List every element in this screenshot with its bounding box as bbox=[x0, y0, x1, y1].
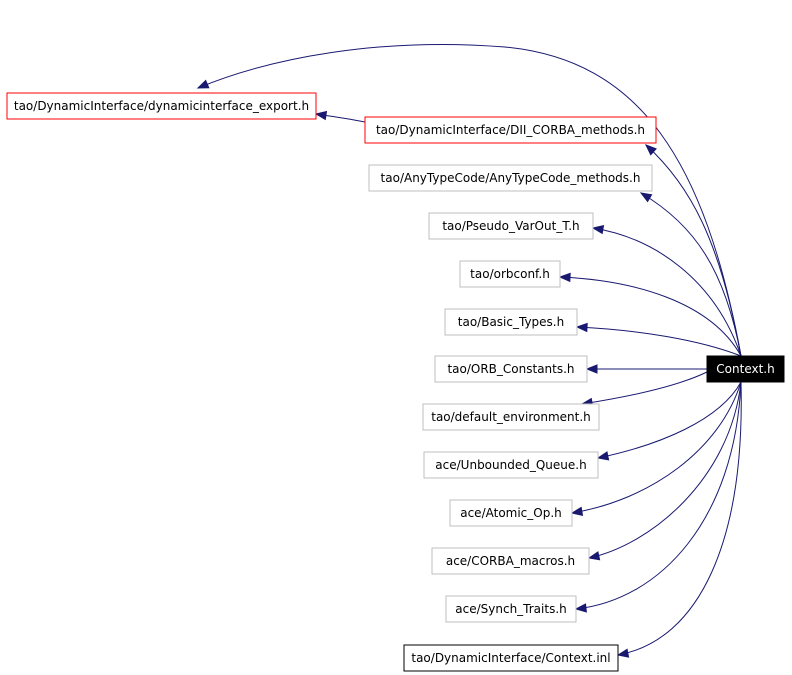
node-box bbox=[706, 355, 785, 383]
edge-line bbox=[640, 192, 742, 357]
node-box bbox=[403, 644, 619, 672]
edge-root-to-n7 bbox=[580, 371, 708, 408]
node-label: tao/DynamicInterface/dynamicinterface_ex… bbox=[14, 99, 309, 113]
arrowhead-icon bbox=[575, 322, 588, 333]
arrowhead-icon bbox=[314, 110, 328, 121]
nodes: tao/DynamicInterface/dynamicinterface_ex… bbox=[6, 92, 785, 672]
node-label: tao/Pseudo_VarOut_T.h bbox=[442, 219, 579, 233]
edge-line bbox=[592, 227, 742, 357]
edge-root-to-n6 bbox=[585, 364, 707, 374]
node-box bbox=[449, 499, 573, 527]
edge-root-to-n12 bbox=[616, 381, 742, 658]
node-box bbox=[431, 547, 590, 575]
node-label: ace/Unbounded_Queue.h bbox=[435, 458, 586, 472]
file-node[interactable]: tao/Pseudo_VarOut_T.h bbox=[428, 212, 594, 240]
arrowhead-icon bbox=[585, 364, 598, 374]
node-label: tao/default_environment.h bbox=[431, 410, 591, 424]
file-node[interactable]: ace/Atomic_Op.h bbox=[449, 499, 573, 527]
node-label: ace/Atomic_Op.h bbox=[460, 506, 562, 520]
edge-line bbox=[617, 381, 742, 656]
node-label: tao/Basic_Types.h bbox=[458, 315, 564, 329]
arrowhead-icon bbox=[616, 648, 630, 658]
node-box bbox=[364, 116, 657, 144]
root-node[interactable]: Context.h bbox=[706, 355, 785, 383]
edge-line bbox=[588, 381, 742, 559]
node-box bbox=[459, 260, 561, 288]
node-box bbox=[423, 451, 599, 479]
file-node[interactable]: tao/DynamicInterface/dynamicinterface_ex… bbox=[6, 92, 317, 120]
arrowhead-icon bbox=[558, 272, 571, 283]
node-label: tao/DynamicInterface/Context.inl bbox=[411, 651, 610, 665]
node-box bbox=[444, 308, 578, 336]
edge-n1-to-n0 bbox=[314, 110, 366, 123]
edge-line bbox=[197, 43, 742, 357]
edge-root-to-n0 bbox=[196, 43, 742, 357]
arrowhead-icon bbox=[570, 506, 584, 516]
edges bbox=[196, 43, 742, 658]
file-node[interactable]: tao/DynamicInterface/DII_CORBA_methods.h bbox=[364, 116, 657, 144]
file-node[interactable]: ace/Unbounded_Queue.h bbox=[423, 451, 599, 479]
arrowhead-icon bbox=[587, 551, 601, 561]
edge-line bbox=[559, 276, 742, 357]
edge-line bbox=[571, 381, 742, 514]
node-label: tao/ORB_Constants.h bbox=[447, 362, 574, 376]
file-node[interactable]: tao/orbconf.h bbox=[459, 260, 561, 288]
edge-line bbox=[575, 381, 742, 610]
edge-root-to-n10 bbox=[587, 381, 742, 561]
edge-line bbox=[576, 326, 742, 357]
edge-root-to-n5 bbox=[575, 322, 742, 357]
node-label: tao/DynamicInterface/DII_CORBA_methods.h bbox=[376, 123, 645, 137]
node-box bbox=[368, 164, 653, 192]
edge-root-to-n4 bbox=[558, 272, 742, 357]
edge-line bbox=[597, 381, 742, 459]
node-box bbox=[422, 403, 600, 431]
file-node[interactable]: ace/CORBA_macros.h bbox=[431, 547, 590, 575]
arrowhead-icon bbox=[591, 224, 605, 235]
edge-line bbox=[581, 371, 708, 405]
arrowhead-icon bbox=[596, 451, 610, 461]
edge-root-to-n1 bbox=[645, 144, 742, 357]
node-label: tao/orbconf.h bbox=[470, 267, 550, 281]
node-box bbox=[6, 92, 317, 120]
file-node[interactable]: tao/DynamicInterface/Context.inl bbox=[403, 644, 619, 672]
node-box bbox=[434, 355, 588, 383]
node-label: ace/CORBA_macros.h bbox=[446, 554, 575, 568]
node-label: Context.h bbox=[716, 362, 774, 376]
node-box bbox=[445, 595, 577, 623]
arrowhead-icon bbox=[645, 144, 657, 156]
file-node[interactable]: tao/ORB_Constants.h bbox=[434, 355, 588, 383]
arrowhead-icon bbox=[639, 192, 653, 203]
edge-root-to-n2 bbox=[639, 192, 742, 357]
edge-root-to-n9 bbox=[570, 381, 742, 516]
arrowhead-icon bbox=[574, 603, 587, 613]
node-label: ace/Synch_Traits.h bbox=[455, 602, 566, 616]
edge-root-to-n8 bbox=[596, 381, 742, 461]
edge-root-to-n3 bbox=[591, 224, 742, 357]
edge-line bbox=[645, 144, 742, 357]
node-box bbox=[428, 212, 594, 240]
file-node[interactable]: tao/default_environment.h bbox=[422, 403, 600, 431]
arrowhead-icon bbox=[196, 79, 210, 89]
node-label: tao/AnyTypeCode/AnyTypeCode_methods.h bbox=[381, 171, 641, 185]
file-node[interactable]: tao/AnyTypeCode/AnyTypeCode_methods.h bbox=[368, 164, 653, 192]
file-node[interactable]: ace/Synch_Traits.h bbox=[445, 595, 577, 623]
file-node[interactable]: tao/Basic_Types.h bbox=[444, 308, 578, 336]
edge-root-to-n11 bbox=[574, 381, 742, 613]
